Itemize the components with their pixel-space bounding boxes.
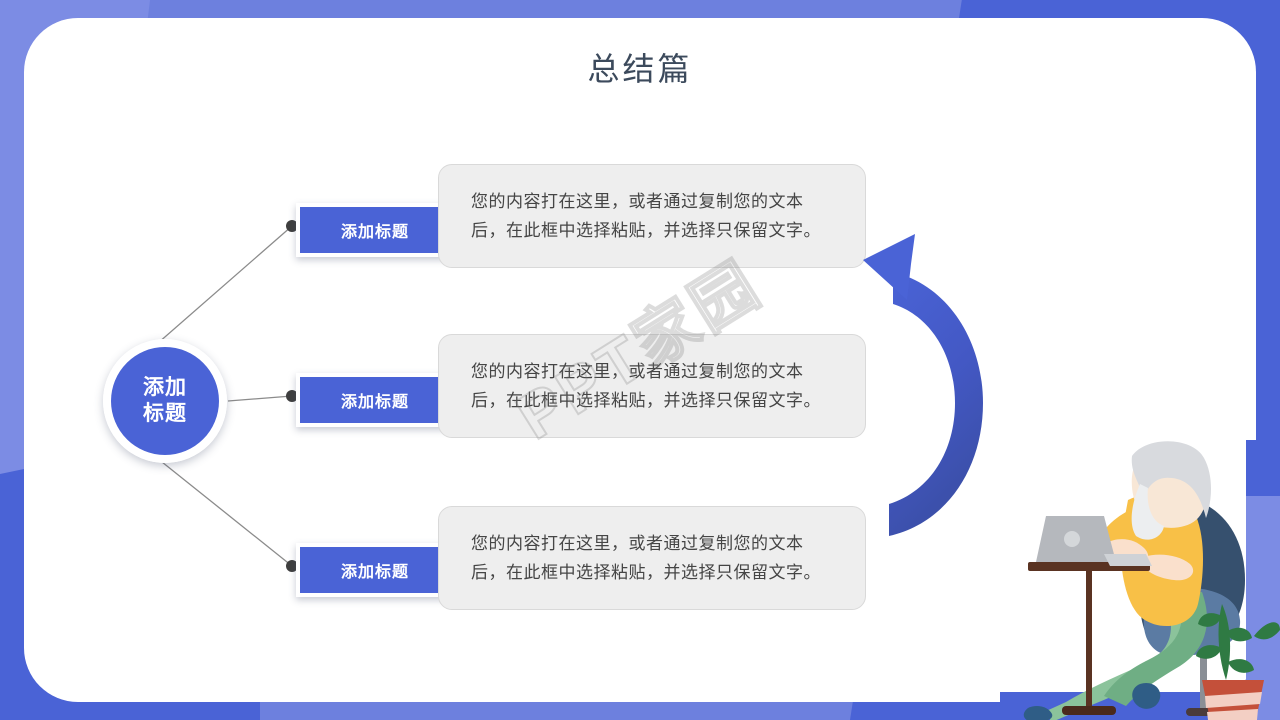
branch-label-3-text: 添加标题	[340, 564, 409, 581]
illustration-hair-front	[1131, 484, 1164, 540]
arrow-arc-body	[889, 272, 983, 536]
branch-textbox-3-text: 您的内容打在这里，或者通过复制您的文本后，在此框中选择粘贴，并选择只保留文字。	[471, 534, 821, 583]
illustration-plant-leaf-4	[1228, 659, 1254, 673]
hub-label-line-1: 添加	[143, 375, 187, 399]
illustration-desk-base	[1062, 706, 1116, 715]
hub-node[interactable]: 添加 标题	[103, 339, 227, 463]
branch-label-1[interactable]: 添加标题	[296, 203, 454, 257]
illustration-hair	[1131, 441, 1211, 518]
branch-textbox-2[interactable]: 您的内容打在这里，或者通过复制您的文本后，在此框中选择粘贴，并选择只保留文字。	[438, 334, 866, 439]
illustration-laptop-keyboard	[1104, 554, 1152, 566]
illustration-desk-leg	[1086, 568, 1092, 710]
branch-label-3[interactable]: 添加标题	[296, 543, 454, 597]
branch-label-2[interactable]: 添加标题	[296, 373, 454, 427]
branch-textbox-3[interactable]: 您的内容打在这里，或者通过复制您的文本后，在此框中选择粘贴，并选择只保留文字。	[438, 506, 866, 611]
illustration-plant-leaf-3	[1196, 645, 1222, 659]
hub-circle[interactable]: 添加 标题	[111, 347, 219, 455]
branch-label-2-text: 添加标题	[340, 394, 409, 411]
branch-textbox-1[interactable]: 您的内容打在这里，或者通过复制您的文本后，在此框中选择粘贴，并选择只保留文字。	[438, 164, 866, 269]
branch-textbox-2-text: 您的内容打在这里，或者通过复制您的文本后，在此框中选择粘贴，并选择只保留文字。	[471, 362, 821, 411]
illustration-leg-front	[1104, 592, 1207, 706]
illustration-plant-stem	[1218, 604, 1231, 680]
circular-process-arrow	[863, 234, 983, 536]
arrow-head	[863, 234, 915, 300]
branch-textbox-1-text: 您的内容打在这里，或者通过复制您的文本后，在此框中选择粘贴，并选择只保留文字。	[471, 192, 821, 241]
illustration-pot-stripe-1	[1205, 692, 1262, 708]
illustration-laptop-logo	[1064, 531, 1080, 547]
illustration-shoe-front	[1132, 682, 1161, 709]
illustration-plant-leaf-2	[1226, 627, 1252, 642]
illustration-woman-working-on-laptop	[1000, 440, 1280, 720]
hub-label-line-2: 标题	[143, 402, 187, 425]
illustration-plant-leaf-5	[1254, 622, 1280, 640]
illustration-forearm-lower	[1140, 554, 1194, 581]
illustration-plant-leaf-1	[1198, 613, 1222, 627]
illustration-pot-stripe-2	[1207, 709, 1258, 720]
branch-label-1-text: 添加标题	[340, 224, 409, 241]
illustration-shoe-back	[1023, 706, 1053, 720]
page-title: 总结篇	[587, 51, 693, 87]
